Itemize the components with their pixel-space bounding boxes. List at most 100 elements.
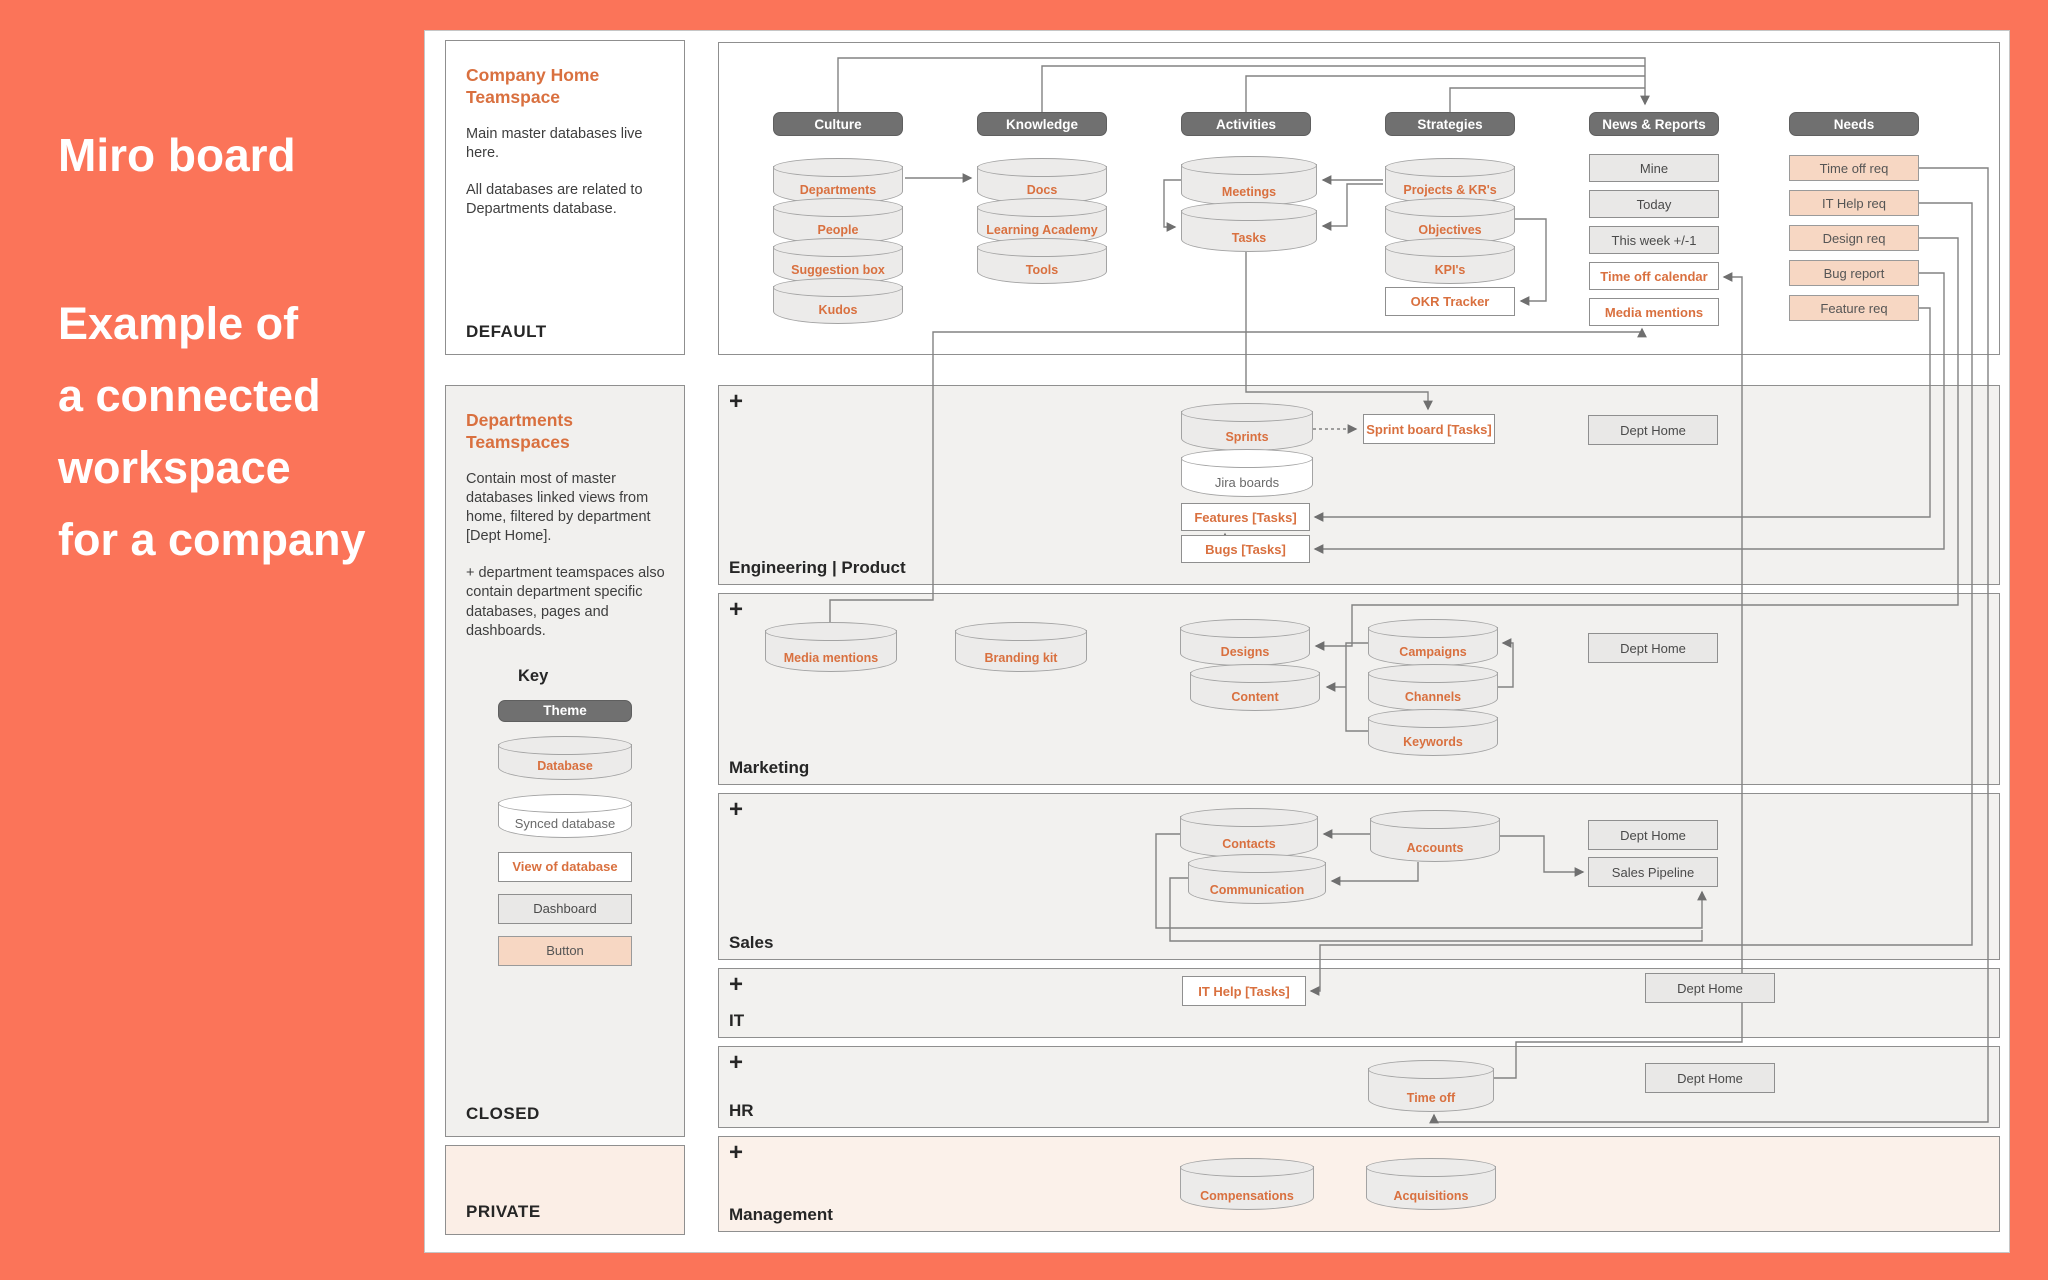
database-compensations[interactable]: Compensations <box>1180 1158 1314 1210</box>
view-sprint-board-tasks[interactable]: Sprint board [Tasks] <box>1363 414 1495 444</box>
theme-pill-needs[interactable]: Needs <box>1789 112 1919 136</box>
database-tools[interactable]: Tools <box>977 238 1107 284</box>
database-label: Campaigns <box>1399 645 1467 659</box>
database-label: Meetings <box>1221 185 1277 199</box>
database-sprints[interactable]: Sprints <box>1181 403 1313 451</box>
view-features-tasks[interactable]: Features [Tasks] <box>1181 503 1310 531</box>
view-it-help-tasks[interactable]: IT Help [Tasks] <box>1182 976 1306 1006</box>
cylinder-top <box>1368 664 1498 683</box>
company-home-panel: Company Home Teamspace Main master datab… <box>445 40 685 355</box>
button-it-help-req[interactable]: IT Help req <box>1789 190 1919 216</box>
database-branding-kit[interactable]: Branding kit <box>955 622 1087 672</box>
database-label: Keywords <box>1403 735 1463 749</box>
theme-pill-strategies[interactable]: Strategies <box>1385 112 1515 136</box>
key-theme-pill: Theme <box>498 699 632 722</box>
button-feature-req[interactable]: Feature req <box>1789 295 1919 321</box>
cylinder-top <box>1181 202 1317 221</box>
database-designs[interactable]: Designs <box>1180 619 1310 666</box>
cylinder-top <box>773 198 903 217</box>
database-media-mentions[interactable]: Media mentions <box>765 622 897 672</box>
key-title: Key <box>518 666 549 685</box>
cylinder-top <box>1181 403 1313 422</box>
synced-database-jira-boards[interactable]: Jira boards <box>1181 449 1313 497</box>
row-label-sales: Sales <box>729 933 774 952</box>
cylinder-top <box>1385 198 1515 217</box>
database-projects-krs[interactable]: Projects & KR's <box>1385 158 1515 204</box>
database-label: Branding kit <box>984 651 1058 665</box>
cylinder-top <box>977 158 1107 177</box>
cylinder-top <box>1385 158 1515 177</box>
database-meetings[interactable]: Meetings <box>1181 156 1317 206</box>
view-okr-tracker[interactable]: OKR Tracker <box>1385 287 1515 316</box>
database-tasks[interactable]: Tasks <box>1181 202 1317 252</box>
departments-panel: Departments Teamspaces Contain most of m… <box>445 385 685 1137</box>
cylinder-top <box>955 622 1087 641</box>
panel-text: Contain most of master databases linked … <box>466 470 651 545</box>
caption-line: Example of <box>58 298 299 349</box>
panel-text: All databases are related to Departments… <box>466 182 643 218</box>
database-contacts[interactable]: Contacts <box>1180 808 1318 858</box>
theme-pill-activities[interactable]: Activities <box>1181 112 1311 136</box>
database-acquisitions[interactable]: Acquisitions <box>1366 1158 1496 1210</box>
plus-icon[interactable]: + <box>729 1139 744 1166</box>
plus-icon[interactable]: + <box>729 1049 744 1076</box>
database-suggestion-box[interactable]: Suggestion box <box>773 238 903 284</box>
cylinder-top <box>1368 709 1498 728</box>
row-it: + IT <box>718 968 2000 1038</box>
cylinder-top <box>1181 449 1313 468</box>
cylinder-top <box>773 278 903 297</box>
database-campaigns[interactable]: Campaigns <box>1368 619 1498 666</box>
plus-icon[interactable]: + <box>729 596 744 623</box>
key-view-box: View of database <box>498 851 632 882</box>
caption-line: workspace <box>58 442 291 493</box>
view-media-mentions[interactable]: Media mentions <box>1589 298 1719 326</box>
plus-icon[interactable]: + <box>729 796 744 823</box>
plus-icon[interactable]: + <box>729 971 744 998</box>
private-panel: PRIVATE <box>445 1145 685 1235</box>
database-keywords[interactable]: Keywords <box>1368 709 1498 756</box>
database-label: Content <box>1231 690 1279 704</box>
dashboard-mine[interactable]: Mine <box>1589 154 1719 182</box>
cylinder-top <box>773 158 903 177</box>
cylinder-top <box>765 622 897 641</box>
button-bug-report[interactable]: Bug report <box>1789 260 1919 286</box>
view-time-off-calendar[interactable]: Time off calendar <box>1589 262 1719 290</box>
database-label: Objectives <box>1418 223 1482 237</box>
dashboard-dept-home-sales[interactable]: Dept Home <box>1588 820 1718 850</box>
database-label: Learning Academy <box>986 223 1098 237</box>
dashboard-dept-home-hr[interactable]: Dept Home <box>1645 1063 1775 1093</box>
view-bugs-tasks[interactable]: Bugs [Tasks] <box>1181 535 1310 563</box>
button-design-req[interactable]: Design req <box>1789 225 1919 251</box>
cylinder-top <box>1181 156 1317 175</box>
database-channels[interactable]: Channels <box>1368 664 1498 711</box>
dashboard-this-week[interactable]: This week +/-1 <box>1589 226 1719 254</box>
database-kpis[interactable]: KPI's <box>1385 238 1515 284</box>
database-communication[interactable]: Communication <box>1188 854 1326 904</box>
row-label-engineering: Engineering | Product <box>729 558 906 577</box>
cylinder-top <box>1368 619 1498 638</box>
cylinder-top <box>1180 808 1318 827</box>
database-content[interactable]: Content <box>1190 664 1320 711</box>
dashboard-dept-home-it[interactable]: Dept Home <box>1645 973 1775 1003</box>
panel-text: + department teamspaces also contain dep… <box>466 565 665 639</box>
database-label: Time off <box>1406 1091 1456 1105</box>
dashboard-today[interactable]: Today <box>1589 190 1719 218</box>
database-label: Acquisitions <box>1393 1189 1469 1203</box>
database-kudos[interactable]: Kudos <box>773 278 903 324</box>
database-label: People <box>817 223 859 237</box>
database-accounts[interactable]: Accounts <box>1370 810 1500 862</box>
database-label: Designs <box>1220 645 1270 659</box>
theme-pill-knowledge[interactable]: Knowledge <box>977 112 1107 136</box>
closed-label: CLOSED <box>466 1104 540 1123</box>
dashboard-sales-pipeline[interactable]: Sales Pipeline <box>1588 857 1718 887</box>
cylinder-top <box>498 793 632 813</box>
theme-pill-news-reports[interactable]: News & Reports <box>1589 112 1719 136</box>
dashboard-dept-home-marketing[interactable]: Dept Home <box>1588 633 1718 663</box>
button-time-off-req[interactable]: Time off req <box>1789 155 1919 181</box>
row-label-hr: HR <box>729 1101 754 1120</box>
dashboard-dept-home-engineering[interactable]: Dept Home <box>1588 415 1718 445</box>
plus-icon[interactable]: + <box>729 388 744 415</box>
database-time-off[interactable]: Time off <box>1368 1060 1494 1112</box>
theme-pill-culture[interactable]: Culture <box>773 112 903 136</box>
